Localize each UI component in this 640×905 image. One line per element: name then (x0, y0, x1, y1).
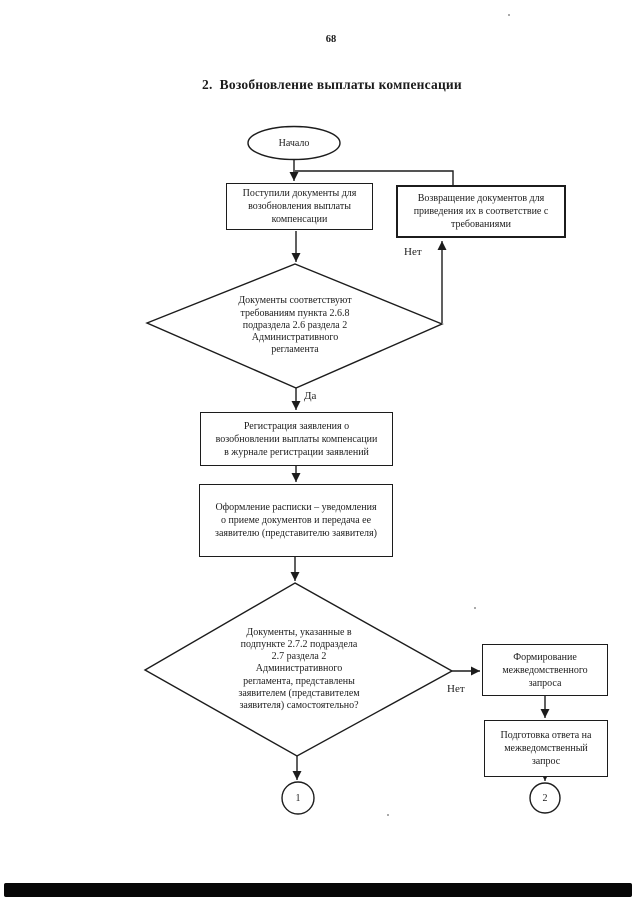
process-received-docs: Поступили документы для возобновления вы… (226, 183, 373, 230)
process-prepare-response: Подготовка ответа на межведомственный за… (484, 720, 608, 777)
edge-label-yes: Да (304, 390, 317, 402)
process-register-application: Регистрация заявления о возобновлении вы… (200, 412, 393, 466)
scan-speck (474, 607, 476, 609)
start-oval (247, 125, 341, 161)
page-title: 2. Возобновление выплаты компенсации (202, 77, 462, 92)
process-issue-receipt-label: Оформление расписки – уведомления о прие… (215, 502, 377, 539)
decision-diamond-compliance (145, 263, 444, 389)
scan-speck (387, 814, 389, 816)
process-issue-receipt: Оформление расписки – уведомления о прие… (199, 484, 393, 557)
process-prepare-response-label: Подготовка ответа на межведомственный за… (500, 730, 592, 767)
process-return-docs-label: Возвращение документов для приведения их… (413, 193, 549, 230)
line-return-to-received (295, 170, 454, 186)
decision-diamond-self-submitted (143, 582, 454, 757)
page-number: 68 (325, 34, 337, 45)
connector-circle-2 (529, 782, 561, 814)
process-received-docs-label: Поступили документы для возобновления вы… (242, 188, 357, 225)
edge-label-no-2: Нет (447, 683, 465, 695)
process-register-application-label: Регистрация заявления о возобновлении вы… (215, 420, 378, 458)
scan-speck (508, 14, 510, 16)
process-return-docs: Возвращение документов для приведения их… (396, 185, 566, 238)
process-form-interagency-request: Формирование межведомственного запроса (482, 644, 608, 696)
scan-bottom-bar (4, 883, 632, 897)
edge-label-no-1: Нет (404, 246, 422, 258)
connector-circle-1 (281, 781, 315, 815)
process-form-interagency-request-label: Формирование межведомственного запроса (502, 651, 588, 689)
